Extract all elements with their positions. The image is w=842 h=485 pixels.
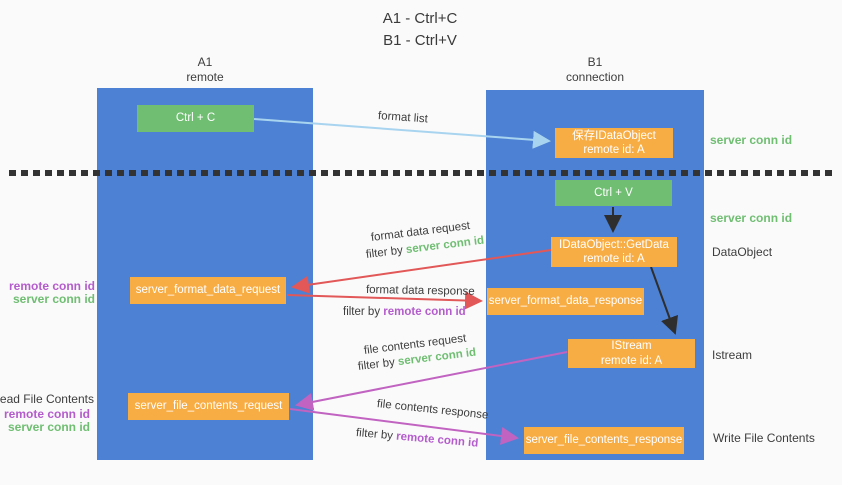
node-istream-line1: IStream (611, 340, 652, 353)
diagram-title: A1 - Ctrl+C B1 - Ctrl+V (330, 8, 510, 52)
lane-b1-subtitle: connection (565, 70, 625, 84)
node-server-file-contents-response-label: server_file_contents_response (525, 434, 683, 447)
format-data-response-label: format data response (365, 284, 475, 298)
format-list-label: format list (377, 110, 429, 126)
file-contents-response-filter-label: filter by remote conn id (355, 427, 479, 450)
right-server-conn-id-top-label: server conn id (710, 133, 793, 147)
lane-header-a1: A1 remote (97, 55, 313, 85)
node-server-format-data-response-label: server_format_data_response (488, 295, 643, 308)
left-server-conn-id-file-label: server conn id (7, 420, 90, 434)
write-file-contents-label: Write File Contents (713, 431, 815, 445)
left-remote-conn-id-format-label: remote conn id (8, 279, 95, 293)
node-save-idataobject-line1: 保存IDataObject (572, 129, 656, 142)
session-separator-line (9, 170, 835, 176)
filter-remote-conn-id-text2: remote conn id (395, 430, 479, 450)
node-server-format-data-response: server_format_data_response (487, 288, 644, 315)
lane-a1-subtitle: remote (186, 70, 224, 84)
node-server-format-data-request: server_format_data_request (130, 277, 286, 304)
filter-remote-conn-id-text: remote conn id (383, 306, 466, 318)
node-ctrl-v-label: Ctrl + V (594, 186, 633, 199)
title-line-b1: B1 - Ctrl+V (383, 32, 457, 49)
node-ctrl-c-label: Ctrl + C (175, 112, 216, 125)
right-server-conn-id-mid-label: server conn id (710, 211, 793, 225)
left-remote-conn-id-file-label: remote conn id (3, 407, 90, 421)
node-server-file-contents-request-label: server_file_contents_request (134, 400, 283, 413)
node-idataobject-getdata-line2: remote id: A (583, 253, 645, 265)
node-istream: IStream remote id: A (568, 339, 695, 368)
read-file-contents-label: Read File Contents (0, 392, 94, 406)
left-server-conn-id-format-label: server conn id (12, 292, 95, 306)
lane-header-b1: B1 connection (486, 55, 704, 85)
node-server-file-contents-request: server_file_contents_request (128, 393, 289, 420)
dataobject-label: DataObject (712, 245, 773, 259)
node-ctrl-c: Ctrl + C (137, 105, 254, 132)
istream-side-label: Istream (712, 348, 753, 362)
lane-a1-name: A1 (197, 55, 213, 69)
node-idataobject-getdata-line1: IDataObject::GetData (559, 238, 669, 251)
node-server-format-data-request-label: server_format_data_request (135, 284, 281, 297)
node-save-idataobject-line2: remote id: A (583, 144, 645, 156)
node-idataobject-getdata: IDataObject::GetData remote id: A (551, 237, 677, 267)
node-istream-line2: remote id: A (600, 354, 663, 367)
lane-b1-name: B1 (587, 55, 603, 69)
node-server-file-contents-response: server_file_contents_response (524, 427, 684, 454)
format-data-response-filter-label: filter by remote conn id (343, 306, 466, 318)
node-ctrl-v: Ctrl + V (555, 180, 672, 206)
title-line-a1: A1 - Ctrl+C (382, 10, 458, 27)
file-contents-response-label: file contents response (376, 398, 489, 422)
node-save-idataobject: 保存IDataObject remote id: A (555, 128, 673, 158)
